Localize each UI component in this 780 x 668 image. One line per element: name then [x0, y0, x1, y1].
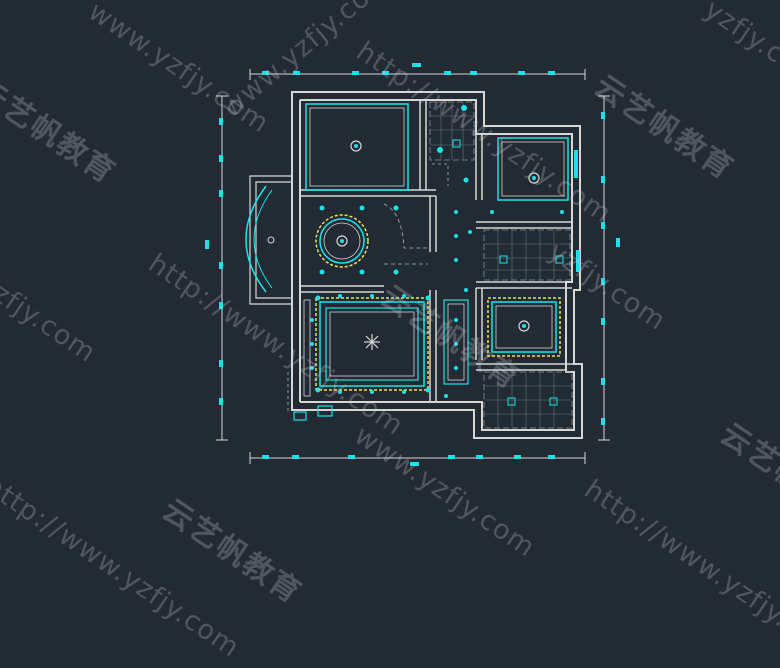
bedroom-1-ceiling-inner [309, 107, 405, 187]
misc-downlights [444, 177, 564, 398]
bedroom-1-light [350, 140, 362, 152]
right-dimension-ticks [601, 112, 620, 425]
living-downlights [310, 294, 431, 394]
left-dimension-ticks [205, 118, 223, 405]
top-dimension-line [249, 69, 586, 80]
corridor-ceiling-inner [447, 303, 465, 381]
living-ceiling [325, 307, 419, 381]
living-ceiling-inner [329, 311, 415, 377]
bedroom-1-light-core [354, 144, 358, 148]
entrance-fixture [293, 405, 333, 421]
bathroom-1-fixture [461, 105, 467, 111]
kitchen-light-2 [555, 255, 564, 264]
study-ceiling [491, 301, 557, 353]
study-light-core [522, 324, 526, 328]
dining-ceiling-inner [323, 222, 361, 260]
hallway-arc [383, 203, 428, 249]
dining-ceiling [319, 218, 365, 264]
bathroom-1-fixture-2 [437, 147, 443, 153]
floor-plan-drawing [205, 63, 620, 466]
kitchen-light-1 [499, 255, 508, 264]
dining-downlights [319, 205, 399, 275]
bathroom-1-light [452, 139, 461, 148]
bedroom-2-ceiling [497, 137, 569, 201]
kitchen-grid [484, 230, 570, 280]
bedroom-2-light-core [532, 176, 536, 180]
dining-ceiling-outer [315, 214, 369, 268]
kitchen-tiles [483, 229, 571, 281]
bathroom-1-grid [430, 102, 474, 160]
bedroom-2-light [528, 172, 540, 184]
bay-window-light [267, 236, 275, 244]
top-dimension-ticks [262, 63, 555, 75]
bedroom-2-door [574, 150, 578, 178]
kitchen-door [576, 250, 580, 272]
bedroom-1-ceiling [305, 103, 409, 191]
bay-window [249, 175, 292, 305]
study-ceiling-dashed [487, 297, 561, 357]
dining-light [336, 235, 348, 247]
bedroom-door-wiring [432, 163, 449, 186]
bathroom-2-light-2 [549, 397, 558, 406]
study-ceiling-inner [495, 305, 553, 349]
living-side-panel [303, 299, 311, 397]
bottom-dimension-line [249, 452, 586, 464]
dining-light-core [340, 239, 344, 243]
corridor-ceiling [443, 299, 469, 385]
study-light [518, 320, 530, 332]
interior-walls [300, 100, 574, 402]
bay-window-curve-inner [253, 189, 273, 289]
bathroom-2-light-1 [507, 397, 516, 406]
living-ceiling-outer [319, 301, 425, 387]
living-chandelier-icon [364, 334, 380, 350]
bay-window-curve [245, 185, 267, 293]
bathroom-2-grid [484, 372, 572, 428]
bedroom-2-ceiling-inner [501, 141, 565, 197]
bottom-dimension-ticks [262, 455, 555, 466]
right-dimension-line [598, 95, 610, 441]
corridor-downlights [454, 210, 472, 370]
